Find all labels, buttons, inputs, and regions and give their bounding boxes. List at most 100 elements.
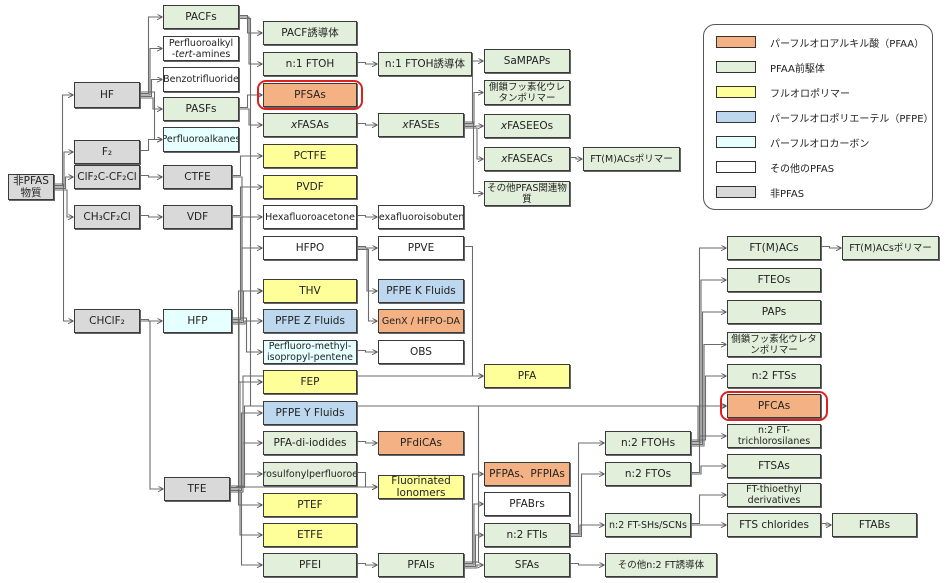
node-fteos[interactable]: FTEOs: [727, 268, 821, 292]
legend-item-perfluorocarbon: パーフルオロカーボン: [716, 135, 869, 150]
legend-swatch: [716, 111, 756, 123]
node-pfei[interactable]: PFEI: [263, 553, 357, 577]
node-genx-hfpo-da[interactable]: GenX / HFPO-DA: [378, 309, 464, 333]
node-ftmacs-polymer-1[interactable]: FT(M)ACsポリマー: [583, 147, 680, 171]
legend-item-non-pfas: 非PFAS: [716, 185, 804, 200]
node-perfluoroalkyl-tert-amines[interactable]: Perfluoroalkyl-tert-amines: [163, 36, 239, 61]
node-ctfe[interactable]: CTFE: [163, 165, 232, 189]
edge-tfe-to-pfpe_y: [230, 413, 262, 492]
node-xfaseeos[interactable]: xFASEEOs: [484, 114, 570, 138]
node-pfcas[interactable]: PFCAs: [727, 394, 821, 418]
node-ft-thioethyl-derivatives[interactable]: FT-thioethyl derivatives: [727, 483, 821, 507]
node-pfpe-k-fluids[interactable]: PFPE K Fluids: [378, 279, 464, 303]
edge-ppve-to-pfa: [464, 245, 483, 377]
node-hfpo[interactable]: HFPO: [263, 236, 357, 260]
node-paps[interactable]: PAPs: [727, 300, 821, 324]
node-f2[interactable]: F₂: [74, 140, 140, 164]
node-n1-ftoh-derivatives[interactable]: n:1 FTOH誘導体: [378, 52, 472, 76]
edge-ftohs-to-side_urethane_2: [691, 345, 726, 447]
edge-ctfe-to-pctfe: [232, 156, 262, 177]
node-ftmacs-polymer-2[interactable]: FT(M)ACsポリマー: [842, 236, 939, 260]
node-ch3cf2cl[interactable]: CH₃CF₂Cl: [74, 205, 140, 229]
edge-ch3cf2cl-to-vdf: [140, 216, 162, 218]
node-ptef[interactable]: PTEF: [263, 493, 357, 517]
node-pvdf[interactable]: PVDF: [263, 175, 357, 199]
node-perfluoro-methyl-isopropyl-pentene[interactable]: Perfluoro-methyl-isopropyl-pentene: [263, 340, 357, 364]
legend-item-precursor: PFAA前駆体: [716, 60, 825, 75]
node-nonpfas[interactable]: 非PFAS物質: [8, 174, 54, 200]
node-ftmacs[interactable]: FT(M)ACs: [727, 236, 821, 260]
edge-chclf2-to-tfe: [140, 320, 163, 489]
node-pfdicas[interactable]: PFdiCAs: [378, 431, 464, 455]
node-etfe[interactable]: ETFE: [263, 523, 357, 547]
node-n2-ftohs[interactable]: n:2 FTOHs: [605, 431, 691, 455]
node-n2-ftos[interactable]: n:2 FTOs: [605, 462, 691, 486]
node-fluorinated-ionomers[interactable]: Fluorinated Ionomers: [378, 475, 464, 499]
node-pctfe[interactable]: PCTFE: [263, 144, 357, 168]
node-fluorosulfonylperfluoroether[interactable]: Fluorosulfonylperfluoroether: [263, 462, 357, 486]
node-pfpe-z-fluids[interactable]: PFPE Z Fluids: [263, 309, 357, 333]
node-side-chain-urethane-2[interactable]: 側鎖フッ素化ウレタンポリマー: [727, 332, 821, 357]
node-n2-ftss[interactable]: n:2 FTSs: [727, 364, 821, 388]
node-xfasas[interactable]: xFASAs: [263, 113, 357, 137]
node-other-n2-ft-derivatives[interactable]: その他n:2 FT誘導体: [605, 553, 717, 577]
label-xfaseeos: xFASEEOs: [500, 120, 554, 132]
edge-hfpo-to-genx: [357, 248, 377, 322]
node-perfluoroalkanes[interactable]: Perfluoroalkanes: [163, 127, 239, 152]
node-chclf2[interactable]: CHClF₂: [74, 309, 140, 333]
node-thv[interactable]: THV: [263, 279, 357, 303]
node-pfpe-y-fluids[interactable]: PFPE Y Fluids: [263, 401, 357, 425]
node-sfas[interactable]: SFAs: [484, 553, 570, 577]
edge-f2-to-perfluoroalkanes: [140, 140, 162, 152]
edge-hfpo-to-ppve: [357, 247, 377, 249]
node-pasfs[interactable]: PASFs: [163, 97, 239, 121]
edge-ctfe-to-thv: [232, 176, 262, 291]
node-hf[interactable]: HF: [74, 82, 140, 108]
node-benzotrifluoride[interactable]: Benzotrifluoride: [163, 67, 239, 92]
node-side-chain-urethane-1[interactable]: 側鎖フッ素化ウレタンポリマー: [484, 80, 570, 105]
node-xfases[interactable]: xFASEs: [378, 113, 464, 137]
edge-sfas-to-other_n2_deriv: [570, 564, 604, 566]
node-n2-ft-shs-scns[interactable]: n:2 FT-SHs/SCNs: [605, 513, 691, 537]
edge-xfases-to-xfaseeos: [464, 126, 483, 127]
edge-chclf2-to-hfp: [140, 320, 162, 322]
node-ppve[interactable]: PPVE: [378, 236, 464, 260]
node-pfpas-pfpias[interactable]: PFPAs、PFPIAs: [484, 462, 570, 486]
node-hexafluoroacetone[interactable]: Hexafluoroacetone: [263, 205, 357, 229]
node-fep[interactable]: FEP: [263, 370, 357, 394]
legend-swatch: [716, 186, 756, 198]
edge-ftos-to-pfcas: [691, 406, 726, 474]
node-n2-ftis[interactable]: n:2 FTIs: [484, 523, 570, 547]
node-pacf-derivatives[interactable]: PACF誘導体: [263, 21, 357, 45]
node-n1-ftoh[interactable]: n:1 FTOH: [263, 52, 357, 76]
node-ftsas[interactable]: FTSAs: [727, 454, 821, 478]
node-ftabs[interactable]: FTABs: [832, 513, 917, 537]
legend-label: パーフルオロアルキル酸（PFAA）: [770, 38, 925, 50]
node-pacfs[interactable]: PACFs: [163, 5, 239, 29]
node-hexafluoroisobutene[interactable]: Hexafluoroisobutene: [378, 205, 464, 229]
node-obs[interactable]: OBS: [378, 340, 464, 364]
edge-pacfs-to-ftoh_n1: [239, 16, 262, 64]
node-n2-ft-trichlorosilanes[interactable]: n:2 FT-trichlorosilanes: [727, 424, 821, 448]
edge-ftshs-to-ft_thioethyl: [691, 495, 726, 525]
edge-nonpfas-to-chclf2: [54, 183, 73, 321]
legend-item-pfaa: パーフルオロアルキル酸（PFAA）: [716, 35, 925, 50]
node-sampaps[interactable]: SaMPAPs: [484, 49, 570, 73]
node-clf2c-cf2cl[interactable]: ClF₂C-CF₂Cl: [74, 165, 140, 189]
node-fts-chlorides[interactable]: FTS chlorides: [727, 513, 821, 537]
edge-ftohs-to-fteos: [691, 280, 726, 444]
node-other-pfas-related[interactable]: その他PFAS関連物質: [484, 181, 570, 206]
node-pfais[interactable]: PFAIs: [378, 553, 464, 577]
node-pfa-di-iodides[interactable]: PFA-di-iodides: [263, 431, 357, 455]
node-pfabrs[interactable]: PFABrs: [484, 492, 570, 516]
node-xfaseacs[interactable]: xFASEACs: [484, 147, 570, 171]
node-vdf[interactable]: VDF: [163, 205, 232, 229]
node-pfsas[interactable]: PFSAs: [263, 83, 357, 107]
edge-xfases-to-other_pfas_related: [464, 121, 483, 194]
edge-tfe-to-pfa: [230, 376, 483, 487]
node-pfa[interactable]: PFA: [484, 364, 570, 388]
node-tfe[interactable]: TFE: [164, 477, 230, 501]
edge-pacfs-to-pacf_deriv: [239, 14, 262, 34]
node-hfp[interactable]: HFP: [163, 309, 232, 333]
